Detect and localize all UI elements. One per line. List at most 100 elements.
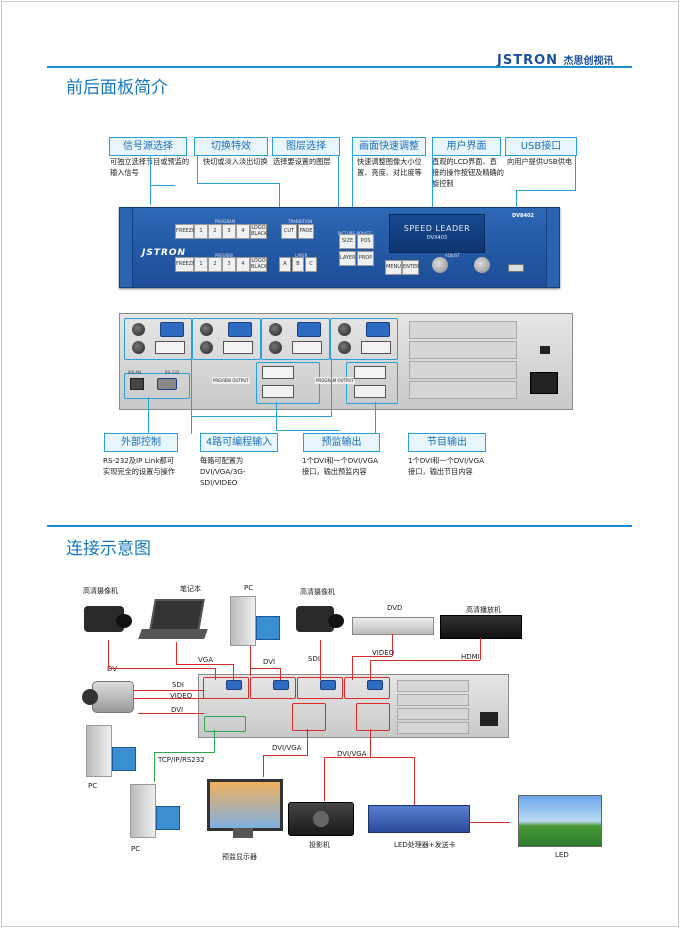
power-switch[interactable] — [540, 346, 550, 354]
expansion-slot — [409, 341, 517, 359]
led-screen-icon — [518, 795, 602, 847]
callout-usb: USB接口 — [505, 137, 577, 156]
led-processor-icon — [368, 805, 470, 833]
prop-button[interactable]: PROP — [357, 251, 374, 266]
pc-left-icon — [82, 725, 138, 777]
laptop-icon — [138, 597, 210, 643]
signal-hdmi-label: HDMI — [461, 653, 480, 661]
lcd-line-2: DVX403 — [426, 235, 448, 241]
adjust-label: ADJUST — [445, 253, 460, 258]
callout-programmable-inputs-desc: 每路可配置为DVI/VGA/3G-SDI/VIDEO — [200, 456, 246, 487]
dvi-port — [262, 385, 294, 398]
preview-logo-black-button[interactable]: LOGO BLACK — [250, 257, 268, 272]
layer-button[interactable]: LAYER — [339, 251, 356, 266]
dvi-port — [262, 366, 294, 379]
signal-line — [215, 668, 216, 680]
signal-line — [352, 656, 353, 680]
enter-button[interactable]: ENTER — [402, 260, 420, 275]
leader-line — [150, 155, 151, 205]
size-button[interactable]: SIZE — [339, 234, 356, 249]
signal-line — [134, 690, 204, 691]
leader-line — [575, 155, 576, 191]
leader-line — [197, 183, 279, 184]
expansion-slot — [409, 381, 517, 399]
control-port-group — [124, 373, 190, 399]
preview-input-1-button[interactable]: 1 — [194, 257, 208, 272]
program-input-2-button[interactable]: 2 — [208, 224, 222, 239]
signal-line — [324, 757, 415, 758]
preview-freeze-button[interactable]: FREEZE — [175, 257, 195, 272]
signal-line — [414, 757, 415, 805]
layer-c-button[interactable]: C — [305, 257, 317, 272]
leader-line — [197, 155, 198, 183]
laptop-label: 笔记本 — [180, 585, 201, 593]
signal-dvi-vga-1-label: DVI/VGA — [272, 744, 302, 752]
leader-line — [276, 430, 340, 431]
menu-button[interactable]: MENU — [385, 260, 402, 275]
pc-left-label: PC — [88, 782, 98, 790]
signal-video-label: VIDEO — [372, 649, 395, 657]
input-2-port-group — [192, 318, 261, 360]
signal-dvi-vga-2-label: DVI/VGA — [337, 750, 367, 758]
preview-input-4-button[interactable]: 4 — [236, 257, 250, 272]
input-3-port-group — [261, 318, 330, 360]
hd-camera-icon — [292, 598, 346, 638]
callout-external-control-desc: RS-232及IP Link都可实现完全的设置与操作 — [103, 456, 175, 476]
dvd-icon — [352, 617, 434, 635]
callout-preview-output: 预监输出 — [303, 433, 380, 452]
power-socket — [480, 712, 498, 726]
fade-button[interactable]: FADE — [298, 224, 314, 239]
ethernet-port — [130, 378, 144, 390]
program-freeze-button[interactable]: FREEZE — [175, 224, 195, 239]
layer-a-button[interactable]: A — [279, 257, 291, 272]
lcd-line-1: SPEED LEADER — [403, 224, 471, 233]
signal-line — [108, 640, 109, 668]
leader-line — [191, 358, 192, 434]
signal-line — [307, 729, 308, 755]
input-2-ports — [250, 677, 296, 699]
leader-line — [191, 416, 332, 417]
leader-line — [279, 183, 280, 223]
picture-adjust-label: PICTURE ADJUST — [338, 231, 371, 236]
program-logo-black-button[interactable]: LOGO BLACK — [250, 224, 268, 239]
dvi-port — [223, 341, 253, 354]
layer-b-button[interactable]: B — [292, 257, 304, 272]
program-output-ports — [356, 703, 390, 731]
cut-button[interactable]: CUT — [281, 224, 297, 239]
signal-line — [480, 638, 481, 660]
callout-source-select-desc: 可独立选择节目或预监的输入信号 — [110, 157, 190, 177]
dvi-port — [361, 341, 391, 354]
rs232-label: RS-232 — [165, 370, 180, 375]
signal-line — [176, 642, 177, 664]
callout-preview-output-desc: 1个DVI和一个DVI/VGA接口，输出预监内容 — [302, 456, 379, 476]
section-title-connection: 连接示意图 — [66, 539, 151, 559]
signal-line — [370, 660, 371, 680]
dvi-port — [354, 366, 386, 379]
usb-port — [508, 264, 524, 272]
preview-input-3-button[interactable]: 3 — [222, 257, 236, 272]
vga-port — [273, 680, 289, 690]
signal-line — [138, 713, 204, 714]
program-input-3-button[interactable]: 3 — [222, 224, 236, 239]
control-line — [154, 752, 155, 782]
signal-video-left-label: VIDEO — [170, 692, 193, 700]
pos-button[interactable]: POS — [357, 234, 374, 249]
program-input-1-button[interactable]: 1 — [194, 224, 208, 239]
signal-dvi-label: DVI — [263, 658, 276, 666]
monitor-icon — [207, 779, 283, 843]
bnc-connector — [200, 323, 213, 336]
program-input-4-button[interactable]: 4 — [236, 224, 250, 239]
adjust-knob-left[interactable] — [432, 257, 448, 273]
adjust-knob-right[interactable] — [474, 257, 490, 273]
projector-label: 投影机 — [309, 841, 330, 849]
signal-line — [470, 822, 510, 823]
signal-tcp-label: TCP/IP/RS232 — [158, 756, 205, 764]
callout-user-interface: 用户界面 — [432, 137, 501, 156]
program-label: PROGRAM — [215, 219, 236, 224]
expansion-slot — [397, 708, 469, 720]
signal-sdi-label: SDI — [308, 655, 320, 663]
rack-ear-right — [546, 208, 559, 287]
transition-label: TRANSITION — [288, 219, 313, 224]
leader-line — [148, 397, 149, 437]
preview-input-2-button[interactable]: 2 — [208, 257, 222, 272]
